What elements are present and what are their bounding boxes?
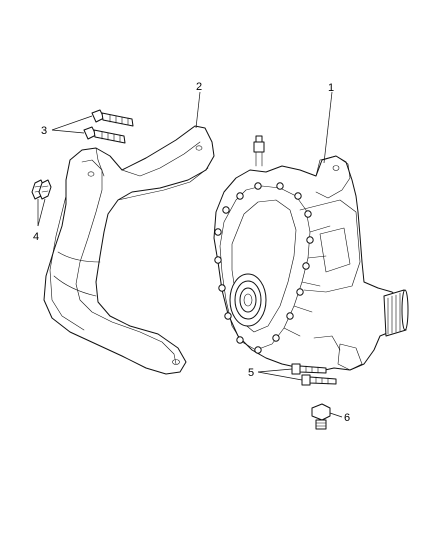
transfer-case [213,135,409,373]
bolt-3-lower [83,126,126,144]
callout-1: 1 [328,82,334,94]
leader-lines [37,91,343,418]
bolt-3-upper [91,109,134,127]
input-shaft-seal [229,273,267,327]
nut-4-b [38,179,52,200]
callout-2: 2 [196,81,202,93]
callout-6: 6 [344,412,350,424]
plug-6 [311,403,331,430]
callout-4: 4 [33,231,39,243]
bolt-5-upper [291,363,327,375]
output-shaft [383,289,409,337]
callout-3: 3 [41,125,47,137]
skid-plate-bracket [43,125,215,375]
callout-5: 5 [248,367,254,379]
bolt-5-lower [301,374,337,386]
